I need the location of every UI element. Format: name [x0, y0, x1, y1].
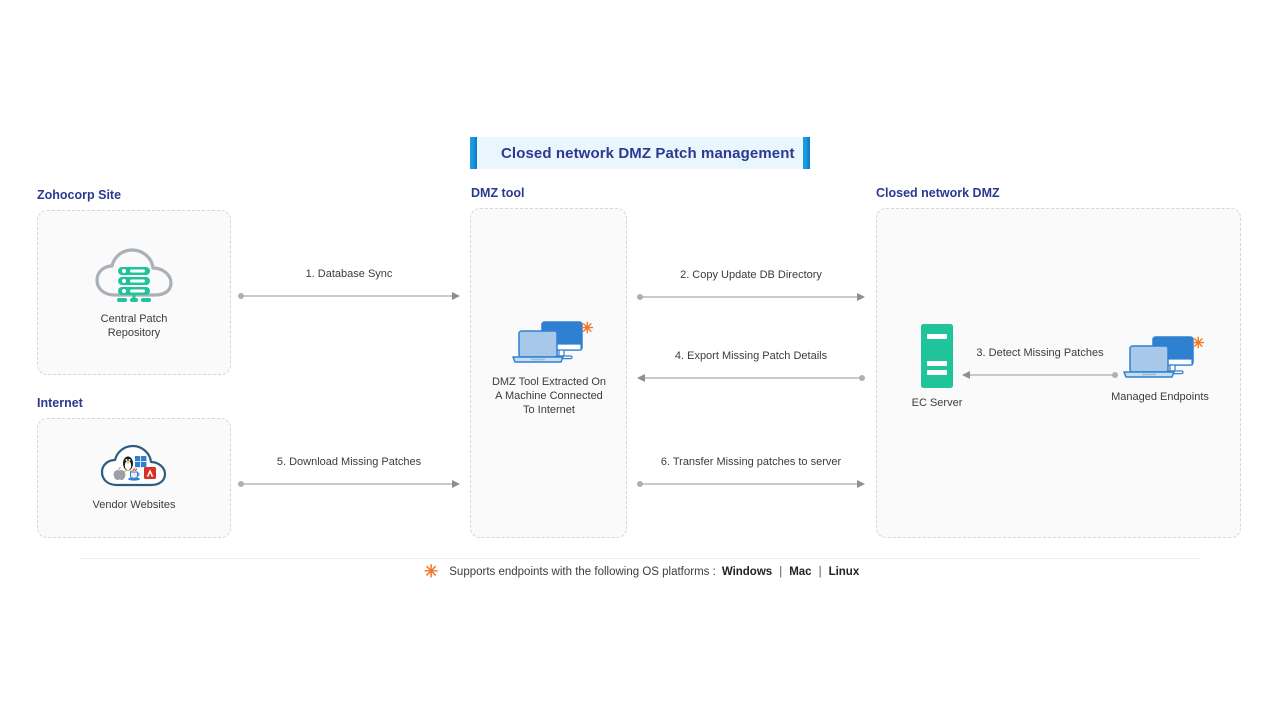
connector-copy-update-db-directory: 2. Copy Update DB Directory — [637, 269, 865, 303]
arrow-left-icon — [962, 371, 1118, 379]
node-ec-server: EC Server — [897, 323, 977, 410]
arrow-right-icon — [637, 293, 865, 301]
connector-transfer-missing-patches-to-server: 6. Transfer Missing patches to server — [637, 456, 865, 490]
connector-label: 4. Export Missing Patch Details — [674, 350, 828, 362]
connector-detect-missing-patches: 3. Detect Missing Patches — [962, 347, 1118, 381]
laptop-monitor-icon: ✳ — [509, 320, 594, 368]
diagram-title-banner: Closed network DMZ Patch management — [470, 137, 810, 169]
arrow-right-icon — [238, 480, 460, 488]
laptop-monitor-icon: ✳ — [1120, 335, 1205, 383]
diagram-title: Closed network DMZ Patch management — [501, 144, 795, 162]
node-caption: DMZ Tool Extracted On A Machine Connecte… — [491, 376, 607, 416]
os-platform-linux: Linux — [828, 566, 860, 578]
os-separator: | — [818, 566, 822, 578]
section-heading-zohocorp-site: Zohocorp Site — [37, 188, 122, 202]
node-vendor-websites: Vendor Websites — [69, 443, 199, 512]
node-caption: EC Server — [911, 397, 963, 409]
section-heading-internet: Internet — [37, 396, 83, 410]
asterisk-marker: ✳ — [1192, 335, 1205, 352]
cloud-server-icon — [93, 245, 175, 305]
node-managed-endpoints: ✳ Managed Endpoints — [1100, 335, 1220, 404]
banner-right-bar — [803, 137, 810, 169]
connector-label: 6. Transfer Missing patches to server — [660, 456, 842, 468]
node-central-patch-repository: Central Patch Repository — [69, 245, 199, 340]
node-caption: Vendor Websites — [92, 499, 176, 511]
arrow-right-icon — [637, 480, 865, 488]
banner-fill: Closed network DMZ Patch management — [477, 137, 803, 169]
footer-os-support-note: ✳ Supports endpoints with the following … — [424, 562, 860, 581]
arrow-right-icon — [238, 292, 460, 300]
connector-label: 1. Database Sync — [305, 268, 393, 280]
banner-left-bar — [470, 137, 477, 169]
section-heading-closed-network-dmz: Closed network DMZ — [876, 186, 1000, 200]
connector-label: 3. Detect Missing Patches — [976, 347, 1104, 359]
asterisk-marker: ✳ — [581, 320, 594, 337]
arrow-left-icon — [637, 374, 865, 382]
os-platform-windows: Windows — [721, 566, 773, 578]
connector-download-missing-patches: 5. Download Missing Patches — [238, 456, 460, 490]
connector-export-missing-patch-details: 4. Export Missing Patch Details — [637, 350, 865, 384]
cloud-vendor-logos-icon — [99, 443, 169, 491]
footer-note-text: Supports endpoints with the following OS… — [449, 566, 716, 578]
section-heading-dmz-tool: DMZ tool — [471, 186, 525, 200]
connector-label: 5. Download Missing Patches — [276, 456, 422, 468]
panel-dmz-tool — [470, 208, 627, 538]
footer-divider — [80, 558, 1200, 559]
tower-server-icon — [917, 323, 957, 389]
node-caption: Central Patch Repository — [100, 313, 168, 339]
connector-database-sync: 1. Database Sync — [238, 268, 460, 302]
connector-label: 2. Copy Update DB Directory — [680, 269, 822, 281]
asterisk-icon: ✳ — [424, 562, 439, 581]
node-caption: Managed Endpoints — [1111, 391, 1209, 403]
os-platform-mac: Mac — [789, 566, 812, 578]
node-dmz-tool-machine: ✳ DMZ Tool Extracted On A Machine Connec… — [478, 320, 620, 417]
os-separator: | — [779, 566, 783, 578]
